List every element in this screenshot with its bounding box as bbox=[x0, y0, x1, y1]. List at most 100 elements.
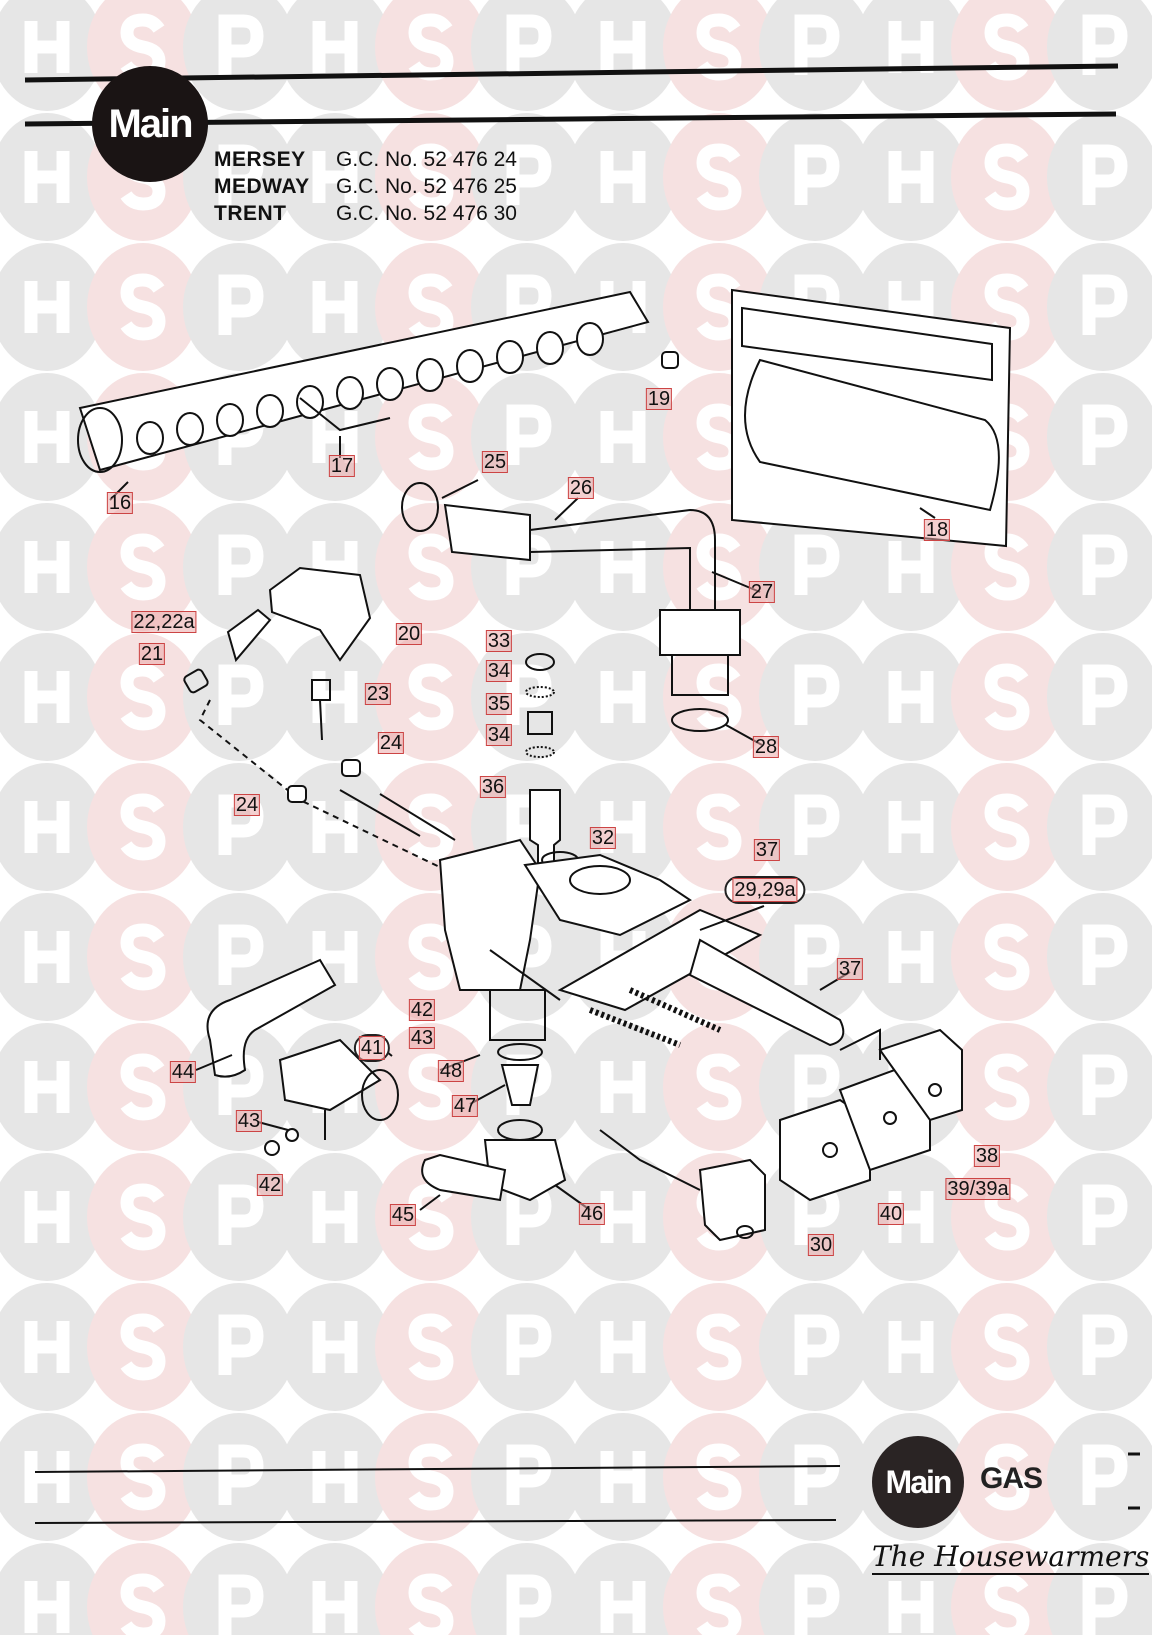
part-label-43[interactable]: 43 bbox=[408, 1027, 436, 1049]
part-label-27[interactable]: 27 bbox=[748, 581, 776, 603]
watermark-letter-p bbox=[218, 664, 264, 725]
watermark-letter-s bbox=[696, 1573, 742, 1635]
watermark-circle bbox=[663, 1023, 775, 1151]
watermark-letter-s bbox=[408, 793, 454, 861]
watermark-letter-h bbox=[312, 801, 358, 853]
part-label-23[interactable]: 23 bbox=[364, 683, 392, 705]
part-label-25[interactable]: 25 bbox=[481, 451, 509, 473]
watermark-circle bbox=[567, 1283, 679, 1411]
watermark-letter-s bbox=[408, 403, 454, 471]
part-label-34[interactable]: 34 bbox=[485, 724, 513, 746]
part-label-36[interactable]: 36 bbox=[479, 776, 507, 798]
part-label-32[interactable]: 32 bbox=[589, 827, 617, 849]
watermark-circle bbox=[87, 1413, 199, 1541]
model-gc: G.C. No. 52 476 30 bbox=[336, 202, 517, 225]
watermark-letter-h bbox=[600, 151, 646, 203]
watermark-letter-h bbox=[312, 1321, 358, 1373]
watermark-letter-s bbox=[696, 1443, 742, 1511]
watermark-circle bbox=[375, 1413, 487, 1541]
part-label-16[interactable]: 16 bbox=[106, 492, 134, 514]
part-label-48[interactable]: 48 bbox=[437, 1060, 465, 1082]
part-label-33[interactable]: 33 bbox=[485, 630, 513, 652]
watermark-letter-p bbox=[794, 924, 840, 985]
watermark-letter-p bbox=[1082, 924, 1128, 985]
watermark-circle bbox=[951, 0, 1063, 111]
watermark-letter-h bbox=[24, 671, 70, 723]
part-label-38[interactable]: 38 bbox=[973, 1145, 1001, 1167]
part-label-24[interactable]: 24 bbox=[377, 732, 405, 754]
watermark-circle bbox=[951, 633, 1063, 761]
model-name: MERSEY bbox=[214, 148, 306, 171]
part-label-42[interactable]: 42 bbox=[256, 1174, 284, 1196]
watermark-circle bbox=[855, 0, 967, 111]
watermark-letter-p bbox=[794, 1574, 840, 1635]
watermark-circle bbox=[375, 1543, 487, 1635]
watermark-letter-s bbox=[408, 533, 454, 601]
part-label-34[interactable]: 34 bbox=[485, 660, 513, 682]
part-label-19[interactable]: 19 bbox=[645, 388, 673, 410]
burner-jet bbox=[576, 322, 604, 356]
model-gc: G.C. No. 52 476 24 bbox=[336, 148, 517, 171]
burner-jet bbox=[536, 331, 564, 365]
part-label-41[interactable]: 41 bbox=[353, 1034, 391, 1062]
part-label-37[interactable]: 37 bbox=[836, 958, 864, 980]
part-label-40[interactable]: 40 bbox=[877, 1203, 905, 1225]
part-label-18[interactable]: 18 bbox=[923, 519, 951, 541]
thermocouple-block bbox=[599, 1129, 766, 1242]
watermark-circle bbox=[567, 0, 679, 111]
watermark-letter-p bbox=[506, 144, 552, 205]
burner-manifold bbox=[77, 290, 650, 501]
watermark-letter-h bbox=[600, 21, 646, 73]
watermark-circle bbox=[471, 113, 583, 241]
watermark-circle bbox=[471, 0, 583, 111]
part-label-45[interactable]: 45 bbox=[389, 1204, 417, 1226]
watermark-circle bbox=[951, 1023, 1063, 1151]
part-label-20[interactable]: 20 bbox=[395, 623, 423, 645]
watermark-letter-s bbox=[696, 1053, 742, 1121]
watermark-letter-h bbox=[24, 1581, 70, 1633]
watermark-letter-h bbox=[888, 1581, 934, 1633]
part-label-37[interactable]: 37 bbox=[753, 839, 781, 861]
part-label-22[interactable]: 22,22a bbox=[131, 611, 197, 633]
part-label-24[interactable]: 24 bbox=[233, 794, 261, 816]
watermark-circle bbox=[567, 1023, 679, 1151]
watermark-letter-p bbox=[1082, 14, 1128, 75]
watermark-letter-h bbox=[24, 1451, 70, 1503]
watermark-letter-s bbox=[984, 663, 1030, 731]
burner-jet bbox=[136, 421, 164, 455]
part-label-35[interactable]: 35 bbox=[485, 693, 513, 715]
watermark-circle bbox=[663, 633, 775, 761]
part-label-42[interactable]: 42 bbox=[408, 999, 436, 1021]
part-label-28[interactable]: 28 bbox=[752, 736, 780, 758]
burner-jet bbox=[176, 412, 204, 446]
part-label-17[interactable]: 17 bbox=[328, 455, 356, 477]
part-label-29[interactable]: 29,29a bbox=[724, 876, 806, 904]
watermark-letter-p bbox=[218, 1574, 264, 1635]
watermark-circle bbox=[663, 763, 775, 891]
watermark-letter-s bbox=[408, 1313, 454, 1381]
part-label-30[interactable]: 30 bbox=[807, 1234, 835, 1256]
watermark-letter-h bbox=[24, 21, 70, 73]
watermark-letter-p bbox=[1082, 1184, 1128, 1245]
watermark-letter-h bbox=[600, 411, 646, 463]
watermark-circle bbox=[279, 243, 391, 371]
watermark-letter-p bbox=[794, 1054, 840, 1115]
watermark-letter-s bbox=[120, 1183, 166, 1251]
model-name: MEDWAY bbox=[214, 175, 310, 198]
part-label-26[interactable]: 26 bbox=[567, 477, 595, 499]
watermark-circle bbox=[1047, 1413, 1152, 1541]
part-label-46[interactable]: 46 bbox=[578, 1203, 606, 1225]
part-label-39[interactable]: 39/39a bbox=[945, 1178, 1011, 1200]
gas-valve-body bbox=[438, 838, 851, 1048]
part-label-43[interactable]: 43 bbox=[235, 1110, 263, 1132]
watermark-circle bbox=[567, 1543, 679, 1635]
watermark-circle bbox=[567, 633, 679, 761]
part-label-47[interactable]: 47 bbox=[451, 1095, 479, 1117]
watermark-circle bbox=[1047, 113, 1152, 241]
part-label-44[interactable]: 44 bbox=[169, 1061, 197, 1083]
part-label-21[interactable]: 21 bbox=[138, 643, 166, 665]
watermark-circle bbox=[87, 763, 199, 891]
watermark-circle bbox=[663, 113, 775, 241]
